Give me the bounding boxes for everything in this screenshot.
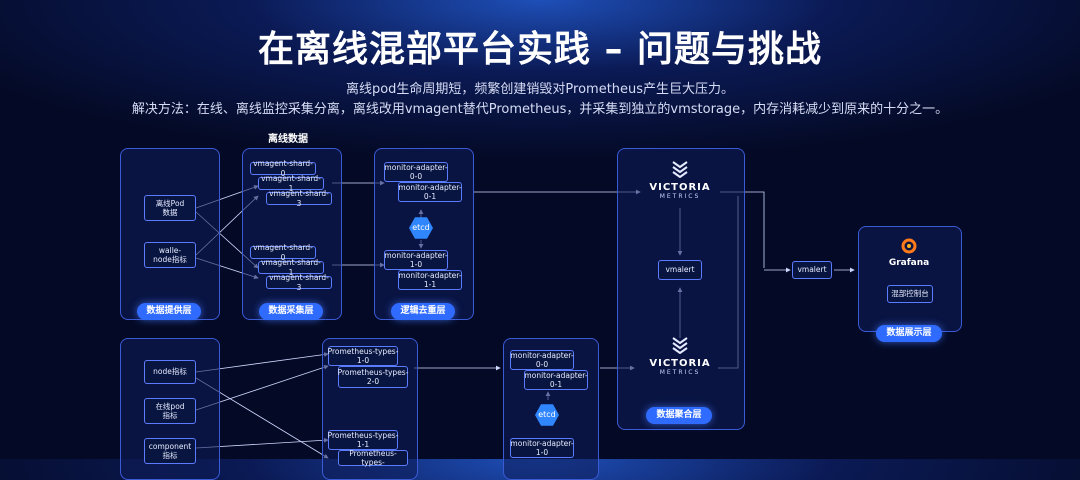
victoria-sub: METRICS <box>659 193 701 200</box>
vmalert-node[interactable]: vmalert <box>658 260 702 280</box>
subtitle-solution: 解决方法：在线、离线监控采集分离，离线改用vmagent替代Prometheus… <box>131 102 949 117</box>
prometheus-types-1-0[interactable]: Prometheus-types- 1-0 <box>327 346 399 366</box>
prometheus-types-2-0[interactable]: Prometheus-types- 2-0 <box>337 366 409 388</box>
vmalert-forward[interactable]: vmalert <box>792 261 832 279</box>
source-walle-node[interactable]: walle- node指标 <box>144 242 196 268</box>
collect-panel <box>242 148 342 320</box>
monitor-adapter-0-1-b[interactable]: monitor-adapter- 0-1 <box>524 370 588 390</box>
victoria-name: VICTORIA <box>649 358 711 369</box>
vmagent-shard-3-a[interactable]: vmagent-shard-3 <box>266 189 332 208</box>
vmagent-shard-1-a[interactable]: vmagent-shard-1 <box>258 174 324 193</box>
source-component[interactable]: component 指标 <box>144 438 196 464</box>
prometheus-types-partial[interactable]: Prometheus-types- <box>338 449 408 467</box>
pill-provider-layer: 数据提供层 <box>137 303 201 320</box>
victoria-metrics-bottom: VICTORIA METRICS <box>640 336 720 376</box>
pill-collect-layer: 数据采集层 <box>259 303 323 320</box>
display-panel <box>858 226 962 332</box>
pill-dedup-layer: 逻辑去重层 <box>391 303 455 320</box>
grafana-name: Grafana <box>888 258 930 268</box>
vmagent-shard-3-b[interactable]: vmagent-shard-3 <box>266 273 332 292</box>
etcd-icon: etcd <box>409 217 433 239</box>
vmagent-shard-0-b[interactable]: vmagent-shard-0 <box>250 243 316 262</box>
victoria-metrics-top: VICTORIA METRICS <box>640 160 720 200</box>
page-title: 在离线混部平台实践 – 问题与挑战 <box>257 29 823 70</box>
subtitle-problem: 离线pod生命周期短，频繁创建销毁对Prometheus产生巨大压力。 <box>345 82 735 97</box>
prometheus-types-1-1[interactable]: Prometheus-types- 1-1 <box>327 430 399 450</box>
victoria-sub: METRICS <box>659 369 701 376</box>
monitor-adapter-1-0[interactable]: monitor-adapter- 1-0 <box>384 250 448 270</box>
monitor-adapter-1-0-b[interactable]: monitor-adapter- 1-0 <box>510 438 574 458</box>
source-online-pod[interactable]: 在线pod 指标 <box>144 398 196 424</box>
source-offline-pod[interactable]: 离线Pod 数据 <box>144 195 196 221</box>
grafana-logo: Grafana <box>884 238 934 268</box>
monitor-adapter-1-1[interactable]: monitor-adapter- 1-1 <box>398 270 462 290</box>
vmagent-shard-1-b[interactable]: vmagent-shard-1 <box>258 258 324 277</box>
pill-aggregate-layer: 数据聚合层 <box>646 407 712 424</box>
pill-display-layer: 数据展示层 <box>876 325 942 342</box>
aggregate-panel <box>617 148 745 430</box>
offline-data-header: 离线数据 <box>268 134 308 145</box>
etcd-icon-bottom: etcd <box>535 404 559 426</box>
grafana-icon <box>901 238 917 254</box>
victoria-logo-icon <box>672 337 688 355</box>
vmagent-shard-0-a[interactable]: vmagent-shard-0 <box>250 159 316 178</box>
victoria-logo-icon <box>672 161 688 179</box>
source-node-metrics[interactable]: node指标 <box>144 360 196 384</box>
grafana-console[interactable]: 混部控制台 <box>887 285 933 303</box>
monitor-adapter-0-1[interactable]: monitor-adapter- 0-1 <box>398 182 462 202</box>
monitor-adapter-0-0-b[interactable]: monitor-adapter- 0-0 <box>510 350 574 370</box>
monitor-adapter-0-0[interactable]: monitor-adapter- 0-0 <box>384 162 448 182</box>
victoria-name: VICTORIA <box>649 182 711 193</box>
provider-panel-top <box>120 148 220 320</box>
